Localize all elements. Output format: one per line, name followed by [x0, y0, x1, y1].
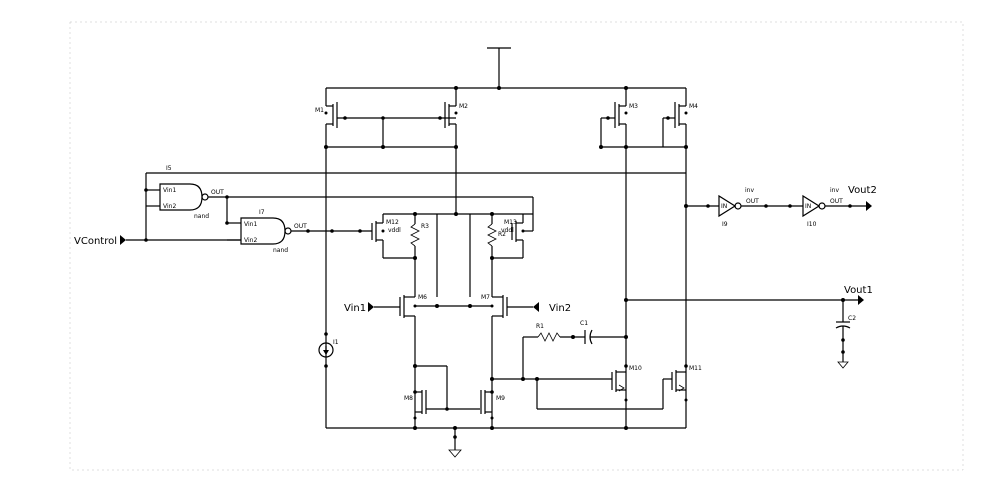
label-i10: I10 [807, 221, 817, 228]
vout1-pin: Vout1 [844, 285, 873, 305]
vout1-label: Vout1 [844, 285, 873, 296]
label-m12: M12 [386, 219, 399, 226]
label-isrc: I1 [333, 339, 339, 346]
drawing-frame [69, 21, 964, 471]
current-source-i1: I1 [318, 332, 339, 368]
inv2-out-label: OUT [830, 198, 843, 205]
label-i7: I7 [259, 209, 265, 216]
vdd-symbol [487, 47, 511, 88]
inv2-in-label: IN [805, 203, 811, 210]
transistor-m2: M2 [381, 88, 468, 214]
transistor-m12: M12 vddl [371, 214, 415, 259]
label-m13: M13 [504, 219, 517, 226]
inv2-type-label: inv [830, 187, 839, 194]
ground-symbol [448, 428, 462, 458]
inv1-type-label: inv [745, 187, 754, 194]
label-m11: M11 [689, 365, 702, 372]
label-vddl-2: vddl [501, 227, 514, 234]
vout2-label: Vout2 [848, 185, 877, 196]
transistor-m6: M6 [399, 294, 427, 428]
vin2-label: Vin2 [549, 303, 571, 314]
inverter-i10: IN OUT inv I10 [802, 187, 866, 228]
transistor-m11: M11 [536, 364, 702, 410]
label-m8: M8 [404, 395, 413, 402]
label-m6: M6 [418, 294, 427, 301]
inv1-out-label: OUT [746, 198, 759, 205]
inverter-i9: IN OUT inv I9 [718, 187, 803, 228]
resistor-r1: R1 [522, 323, 585, 379]
label-m3: M3 [629, 103, 638, 110]
transistor-m3: M3 [600, 88, 638, 428]
vcontrol-label: VControl [74, 236, 117, 247]
label-r3: R3 [421, 223, 429, 230]
inv1-in-label: IN [721, 203, 727, 210]
label-r1: R1 [536, 323, 544, 330]
vin1-label: Vin1 [344, 303, 366, 314]
label-m2: M2 [459, 103, 468, 110]
nand1-in1-label: Vin1 [163, 187, 176, 194]
transistor-m4: M4 [662, 88, 698, 428]
label-m1: M1 [315, 107, 324, 114]
transistor-m1: M1 [315, 88, 456, 428]
nand2-in2-label: Vin2 [244, 237, 257, 244]
transistor-m10: M10 [611, 364, 642, 402]
nand-gate-i7: I7 Vin1 Vin2 OUT nand [226, 197, 372, 254]
nand1-out-label: OUT [211, 189, 224, 196]
label-m7: M7 [481, 294, 490, 301]
capacitor-c1: C1 [580, 320, 628, 345]
label-m4: M4 [689, 103, 698, 110]
label-c1: C1 [580, 320, 588, 327]
label-m9: M9 [496, 395, 505, 402]
label-i5: I5 [166, 165, 172, 172]
transistor-m9: M9 [480, 390, 505, 420]
nand1-type-label: nand [194, 213, 209, 220]
nand2-out-label: OUT [294, 223, 307, 230]
label-r2: R2 [498, 231, 506, 238]
vin2-pin: Vin2 [507, 302, 571, 314]
resistor-r3: R3 [410, 214, 429, 297]
label-c2: C2 [848, 315, 856, 322]
capacitor-c2: C2 [835, 300, 856, 369]
vcontrol-pin: VControl [74, 235, 241, 247]
nand2-in1-label: Vin1 [244, 221, 257, 228]
transistor-m8: M8 [404, 390, 480, 420]
vout2-pin: Vout2 [848, 185, 877, 211]
nand-gate-i5: Vin1 Vin2 OUT nand [145, 173, 533, 240]
vin1-pin: Vin1 [344, 302, 400, 314]
transistor-m13: M13 vddl R2 [487, 197, 534, 297]
label-m10: M10 [629, 365, 642, 372]
junction-dot [497, 86, 501, 90]
nand2-type-label: nand [273, 247, 288, 254]
nand1-in2-label: Vin2 [163, 203, 176, 210]
label-i9: I9 [722, 221, 728, 228]
label-vddl-1: vddl [388, 227, 401, 234]
